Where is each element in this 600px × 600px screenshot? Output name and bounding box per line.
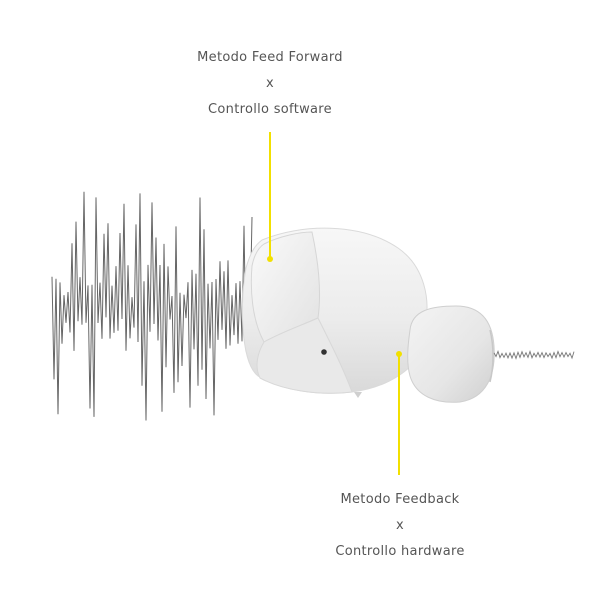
feed-forward-connector: x	[266, 76, 274, 91]
earbud-icon	[241, 227, 495, 403]
feed-forward-method: Metodo Feed Forward	[197, 50, 343, 65]
feedback-label: Metodo Feedback x Controllo hardware	[300, 487, 500, 565]
feedback-control: Controllo hardware	[335, 544, 465, 559]
noise-waveform-icon	[51, 191, 253, 421]
feed-forward-label: Metodo Feed Forward x Controllo software	[170, 45, 370, 123]
feedback-connector: x	[396, 518, 404, 533]
residual-waveform-icon	[493, 350, 575, 360]
ear-tip	[407, 305, 495, 403]
callout-dot-feedback	[396, 351, 402, 357]
feed-forward-control: Controllo software	[208, 102, 332, 117]
microphone-hole-icon	[321, 349, 327, 355]
ear-tip-rim	[489, 329, 494, 383]
feedback-method: Metodo Feedback	[340, 492, 460, 507]
earbud-lower-face	[256, 317, 353, 394]
callout-dot-feed-forward	[267, 256, 273, 262]
earbud-foot	[354, 392, 362, 398]
